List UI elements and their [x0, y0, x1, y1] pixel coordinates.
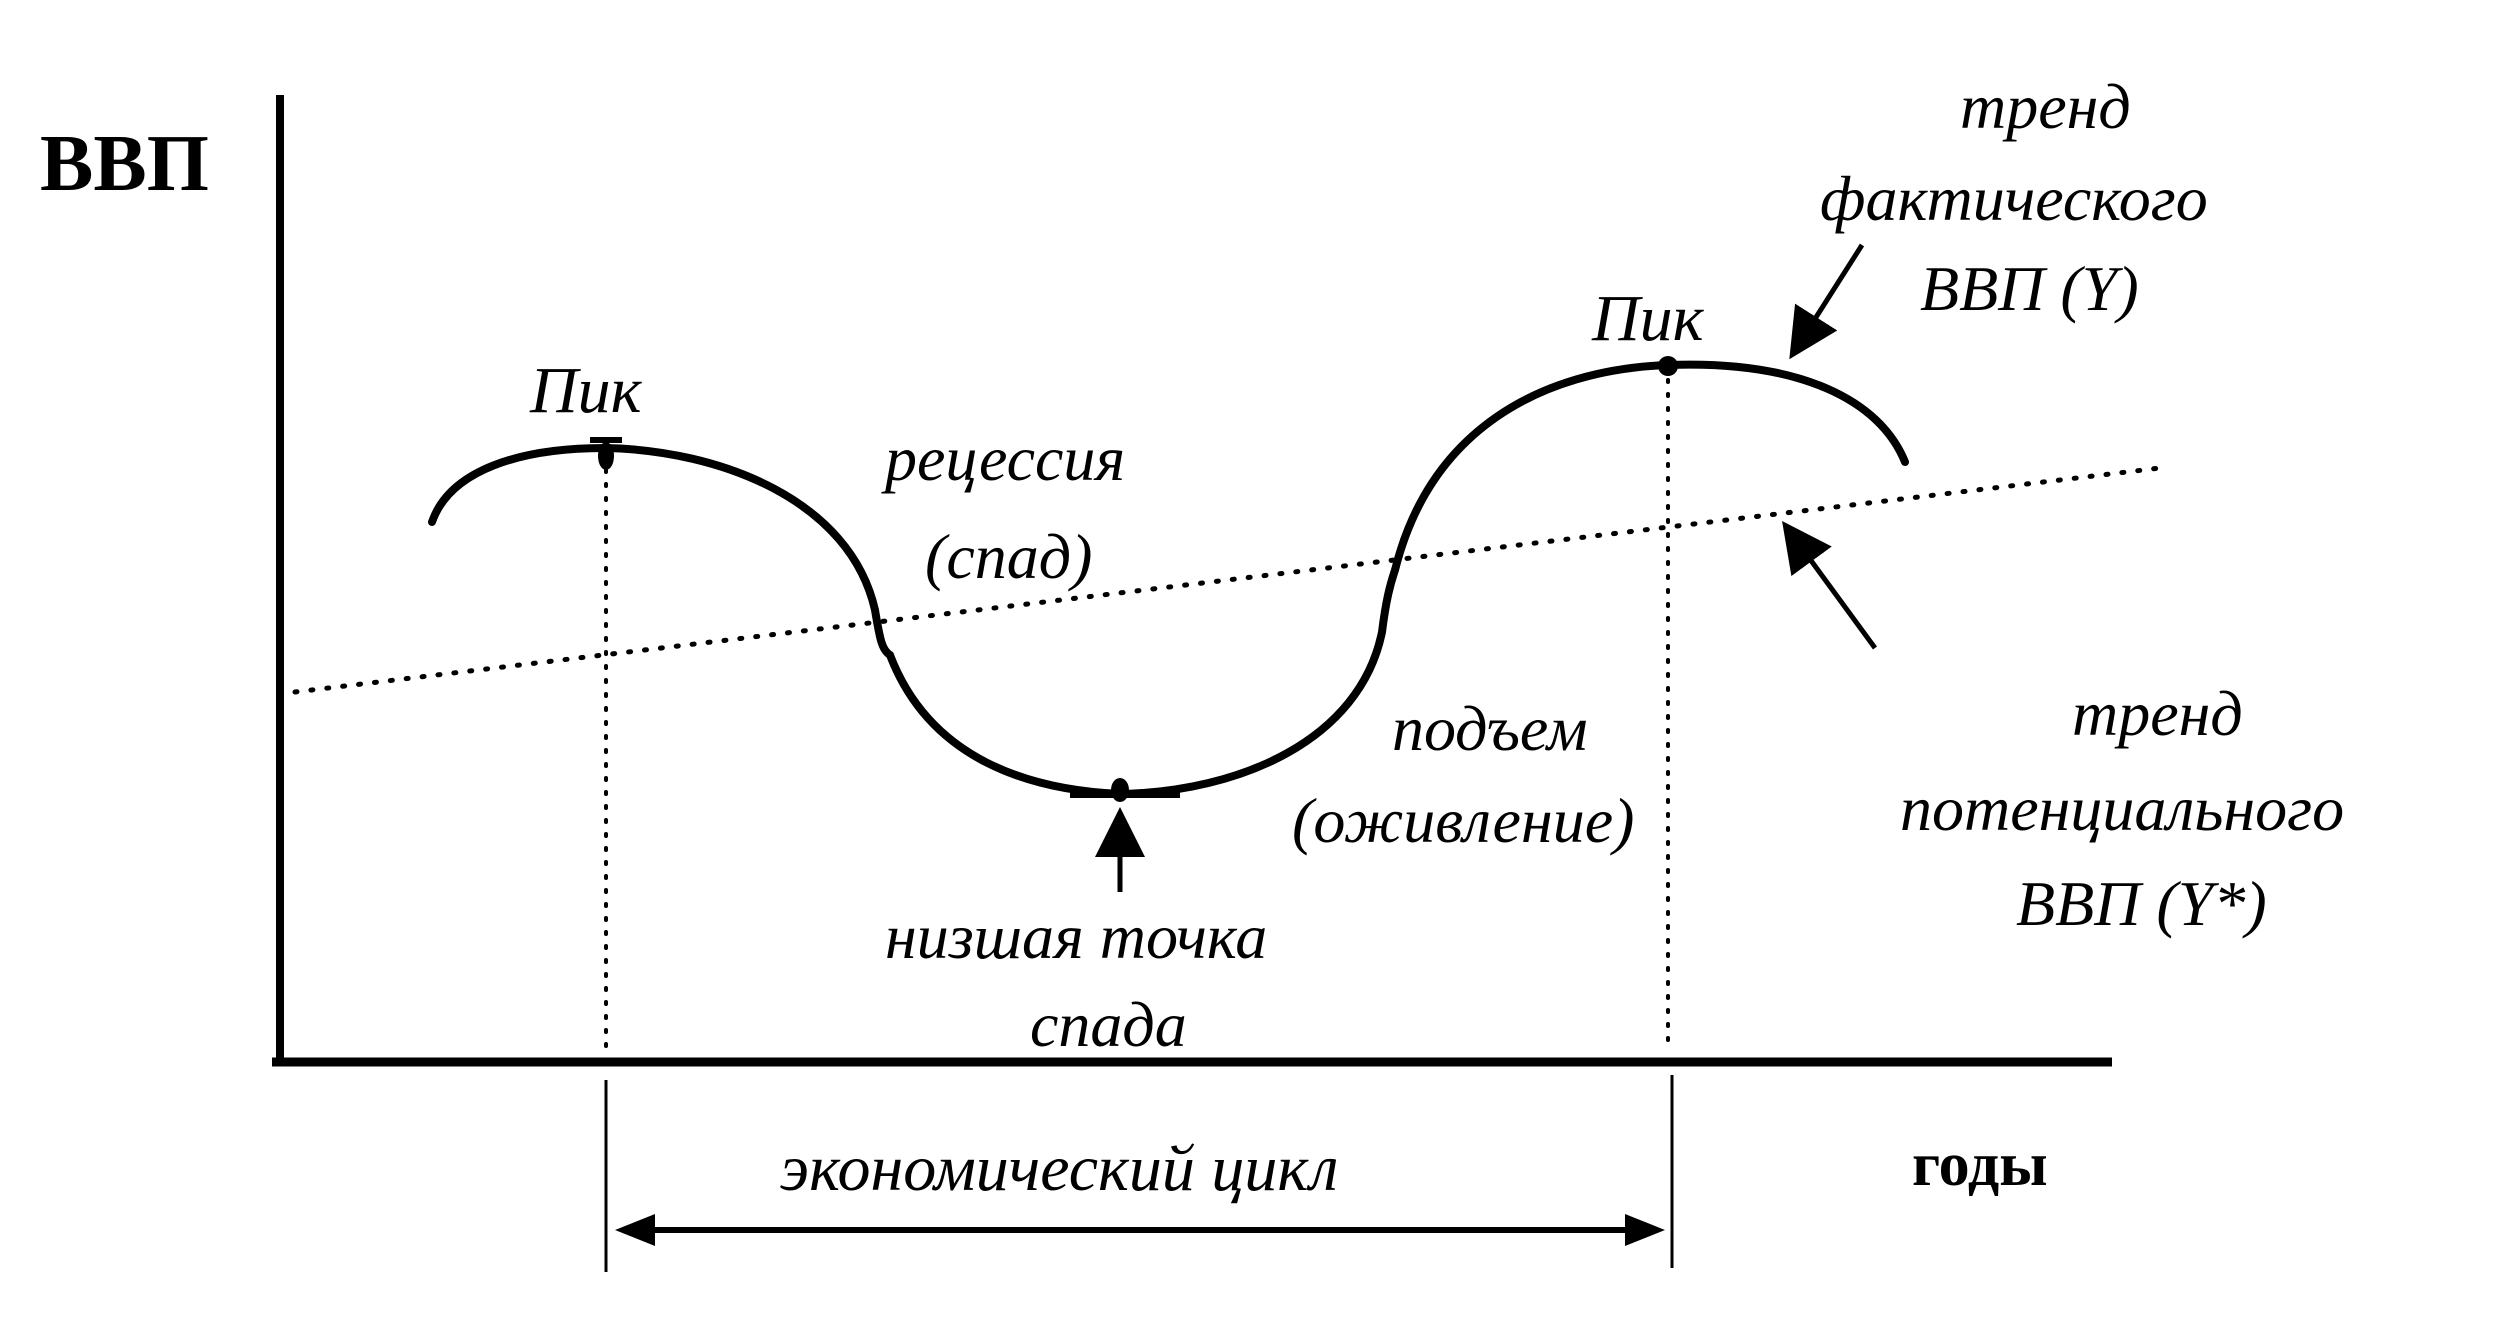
actual-trend-label-line2: фактического: [1820, 163, 2208, 234]
potential-trend-label-line2: потенциального: [1900, 773, 2344, 844]
recovery-label-line1: подъем: [1392, 693, 1588, 764]
recession-label-line2: (спад): [925, 521, 1092, 592]
recovery-label-line2: (оживление): [1292, 785, 1634, 856]
y-axis-label: ВВП: [40, 120, 209, 208]
recession-label-line1: рецессия: [881, 423, 1125, 494]
trough-dot: [1111, 778, 1129, 802]
peak-left-dot: [598, 442, 614, 470]
actual-gdp-curve: [428, 360, 1909, 799]
economic-cycle-label: экономический цикл: [780, 1132, 1338, 1205]
actual-trend-label-line1: тренд: [1960, 71, 2131, 142]
potential-trend-label-line1: тренд: [2072, 678, 2243, 749]
potential-gdp-trend-line: [292, 465, 2163, 695]
peak-right-dot: [1658, 356, 1678, 376]
peak-left-label: Пик: [529, 354, 643, 427]
cycle-arrowhead-right: [1625, 1214, 1665, 1246]
potential-trend-arrow: [1782, 520, 1878, 650]
trough-label-line1: низшая точка: [885, 901, 1267, 972]
actual-trend-label-line3: ВВП (Y): [1920, 253, 2139, 324]
peak-right-label: Пик: [1591, 282, 1705, 355]
potential-trend-label-line3: ВВП (Y*): [2016, 868, 2267, 939]
cycle-arrowhead-left: [615, 1214, 655, 1246]
x-axis-label: годы: [1912, 1131, 2048, 1199]
trough-label-line2: спада: [1030, 989, 1187, 1060]
actual-trend-arrow: [1789, 243, 1865, 360]
